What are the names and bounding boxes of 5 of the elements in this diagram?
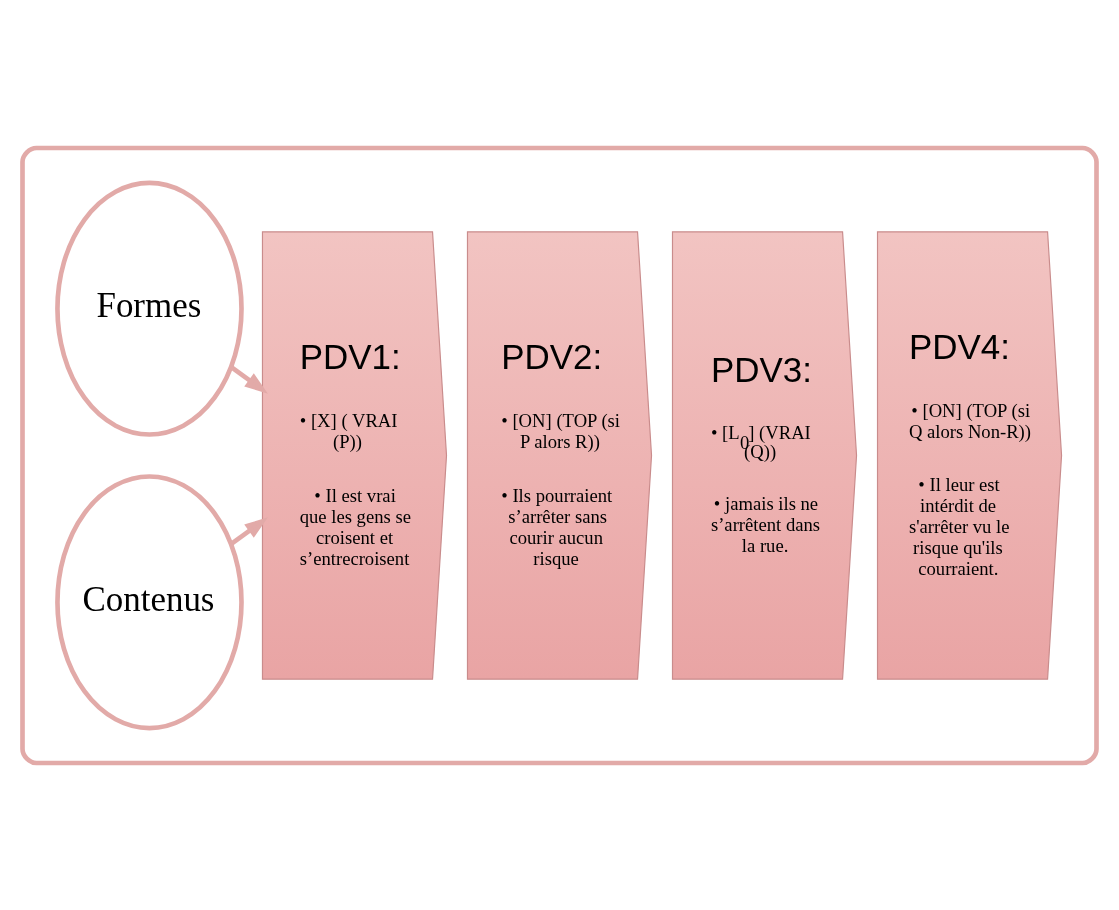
cluster — [20, 145, 1099, 765]
arrow — [229, 364, 268, 394]
arrow — [229, 516, 268, 546]
node-ellipse: Contenus — [55, 473, 244, 730]
node-ellipse: Formes — [55, 180, 244, 437]
